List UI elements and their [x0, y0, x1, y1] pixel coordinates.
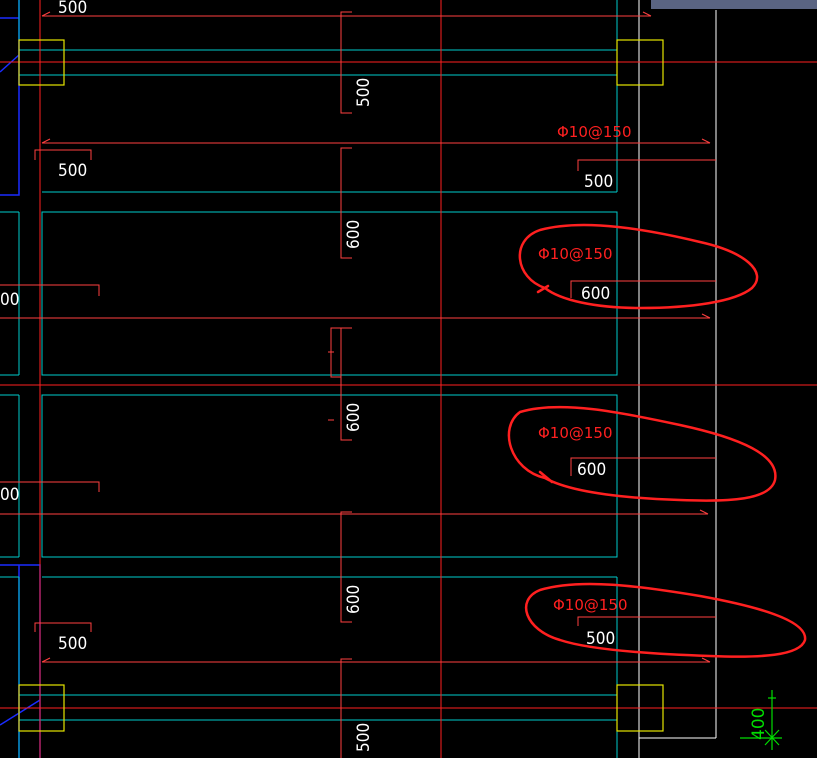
beam-outlines	[0, 0, 618, 758]
rebar-labels: Φ10@150 Φ10@150 Φ10@150 Φ10@150	[538, 123, 632, 614]
annotation-circle-3	[524, 582, 807, 658]
columns	[18, 39, 664, 732]
dim-band1-left: 00	[0, 290, 19, 310]
column-bottom-left	[18, 684, 65, 732]
dim-top-mid-vertical: 500	[354, 78, 374, 107]
dim-upper-right: 500	[584, 172, 613, 192]
column-top-left	[18, 39, 65, 86]
rebar-label-2: Φ10@150	[538, 245, 613, 263]
dimension-texts: 500 500 500 500 600 00 600 600 00 600 60…	[0, 0, 615, 752]
viewport-header-bar	[651, 0, 817, 9]
dim-upper-left: 500	[58, 161, 87, 181]
wall	[0, 0, 41, 758]
ucs-marker	[740, 690, 782, 750]
ucs-label: 400	[749, 708, 769, 740]
dim-band1-vertical: 600	[344, 220, 364, 249]
annotation-circle-2	[507, 405, 777, 502]
dim-bottom-mid-vertical: 500	[354, 723, 374, 752]
rebar-label-4: Φ10@150	[553, 596, 628, 614]
dim-band2-vertical: 600	[344, 403, 364, 432]
dim-band2-right: 600	[577, 460, 606, 480]
white-outlines	[638, 0, 717, 758]
column-top-right	[616, 39, 664, 86]
dim-lower-left: 500	[58, 634, 87, 654]
dim-top-left: 500	[58, 0, 87, 18]
dim-band3-vertical: 600	[344, 585, 364, 614]
dim-band2-left: 00	[0, 485, 19, 505]
column-bottom-right	[616, 684, 664, 732]
dim-band1-right: 600	[581, 284, 610, 304]
rebar-lines	[0, 11, 716, 758]
annotation-circle-1	[518, 223, 759, 310]
rebar-label-3: Φ10@150	[538, 424, 613, 442]
annotation-circles	[507, 223, 807, 658]
rebar-label-1: Φ10@150	[557, 123, 632, 141]
dim-lower-right: 500	[586, 629, 615, 649]
